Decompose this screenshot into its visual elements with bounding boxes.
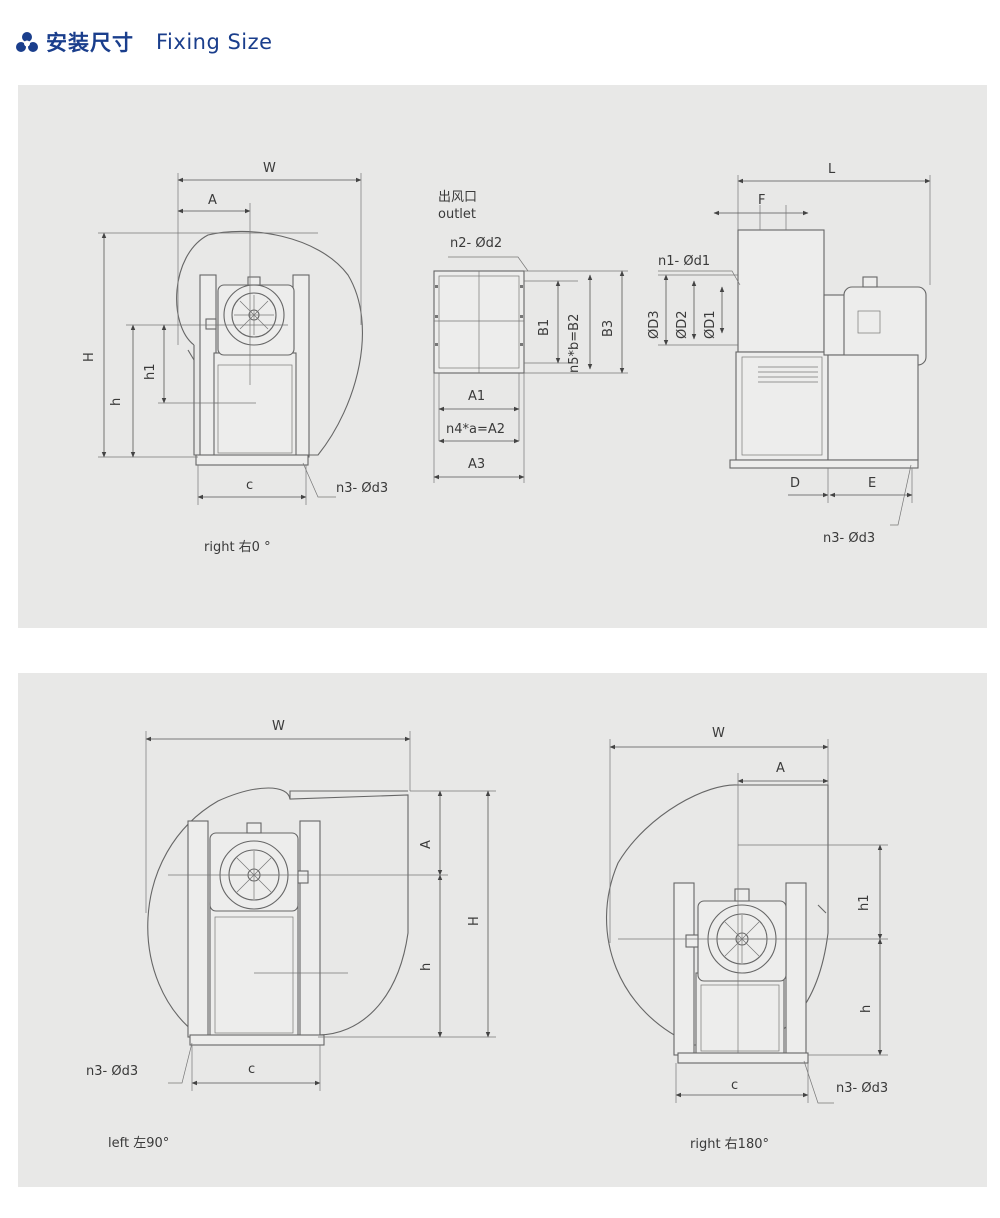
outlet-label-cn: 出风口 xyxy=(438,190,477,205)
dim-label-B3: B3 xyxy=(601,320,616,337)
dim-label-A3: A3 xyxy=(468,457,485,472)
dim-label-D3: ØD3 xyxy=(647,310,662,339)
dim-label-h-right180: h xyxy=(859,1005,874,1013)
dim-label-c-right180: c xyxy=(731,1078,738,1093)
dim-label-A1: A1 xyxy=(468,389,485,404)
dim-label-n2: n2- Ød2 xyxy=(450,236,502,251)
outlet-label-en: outlet xyxy=(438,207,476,222)
dim-label-A: A xyxy=(208,193,217,208)
dim-label-n3-side: n3- Ød3 xyxy=(823,531,875,546)
dim-label-D: D xyxy=(790,476,800,491)
dim-label-W-left90: W xyxy=(272,719,285,734)
dim-label-h-left90: h xyxy=(419,963,434,971)
fan-view-right-180: W A h1 h c n3- Ød3 right 右180° xyxy=(605,726,888,1152)
diagram-panel-top: W A H h h1 c n3- Ød3 right 右0 ° 出风口 outl… xyxy=(18,85,987,628)
diagram-panel-bottom: W A H h c n3- Ød3 left 左90° xyxy=(18,673,987,1187)
dim-label-n5: n5*b=B2 xyxy=(567,314,582,373)
fan-front-view-right-0: W A H h h1 c n3- Ød3 right 右0 ° xyxy=(82,161,388,555)
dim-label-L: L xyxy=(828,162,836,177)
section-header: 安装尺寸 Fixing Size xyxy=(14,26,273,58)
dim-label-n3-left90: n3- Ød3 xyxy=(86,1064,138,1079)
tri-blade-fan-icon xyxy=(16,32,38,52)
dim-label-E: E xyxy=(868,476,876,491)
outlet-flange-view: 出风口 outlet n2- Ød2 B1 n5*b=B2 B3 A1 n4*a… xyxy=(433,190,628,483)
dim-label-n1: n1- Ød1 xyxy=(658,254,710,269)
fan-side-view: L F n1- Ød1 ØD3 ØD2 ØD1 D E n3- Ød3 xyxy=(647,162,931,546)
fan-view-left-90: W A H h c n3- Ød3 left 左90° xyxy=(86,719,496,1151)
dim-label-h: h xyxy=(109,398,124,406)
dim-label-A-right180: A xyxy=(776,761,785,776)
dim-label-n4: n4*a=A2 xyxy=(446,422,505,437)
dim-label-H: H xyxy=(82,352,97,362)
caption-left-90: left 左90° xyxy=(108,1136,169,1151)
dim-label-n3-right180: n3- Ød3 xyxy=(836,1081,888,1096)
dim-label-A-left90: A xyxy=(419,840,434,849)
dim-label-H-left90: H xyxy=(467,916,482,926)
section-title-en: Fixing Size xyxy=(156,30,273,54)
dim-label-F: F xyxy=(758,193,765,208)
dim-label-D2: ØD2 xyxy=(675,310,690,339)
dim-label-W-right180: W xyxy=(712,726,725,741)
section-title-cn: 安装尺寸 xyxy=(46,31,134,55)
dim-label-W: W xyxy=(263,161,276,176)
dim-label-h1-right180: h1 xyxy=(857,894,872,911)
dim-label-c: c xyxy=(246,478,253,493)
dim-label-D1: ØD1 xyxy=(703,310,718,339)
dim-label-h1: h1 xyxy=(143,363,158,380)
caption-right-180: right 右180° xyxy=(690,1137,769,1152)
dim-label-n3: n3- Ød3 xyxy=(336,481,388,496)
dim-label-c-left90: c xyxy=(248,1062,255,1077)
dim-label-B1: B1 xyxy=(537,319,552,336)
caption-right-0: right 右0 ° xyxy=(204,540,271,555)
